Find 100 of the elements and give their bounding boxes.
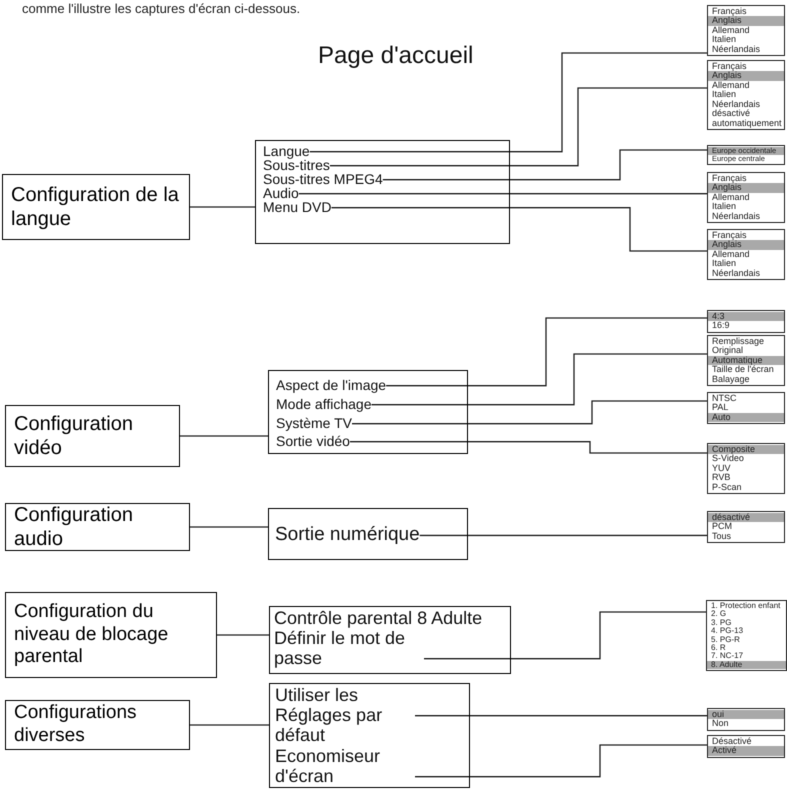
options-list — [707, 392, 785, 424]
option: Allemand — [708, 192, 784, 202]
selected-option: désactivé — [708, 513, 784, 522]
menu-item: Sous-titres — [263, 158, 330, 174]
connector-line — [386, 317, 707, 386]
options-list — [707, 229, 785, 280]
option: Italien — [708, 202, 784, 212]
option: 1. Protection enfant — [707, 602, 786, 610]
options-list — [707, 708, 785, 731]
selected-option: oui — [708, 710, 784, 720]
option: P-Scan — [708, 482, 784, 492]
options-list — [707, 172, 785, 224]
menu-item: Sortie vidéo — [276, 434, 350, 450]
menu-box — [268, 370, 468, 454]
menu-box — [269, 683, 470, 788]
option: Tous — [708, 532, 784, 542]
option: 4. PG-13 — [707, 627, 786, 636]
option: Allemand — [708, 250, 784, 260]
options-list — [707, 310, 785, 333]
options-list — [707, 511, 785, 544]
connector-line — [352, 400, 707, 424]
option: Allemand — [708, 26, 784, 36]
option: 6. R — [707, 644, 786, 652]
connector-line — [310, 52, 707, 152]
menu-item: Mode affichage — [276, 397, 372, 412]
option: 16:9 — [708, 321, 784, 331]
option: Désactivé — [708, 737, 784, 746]
menu-item: Système TV — [276, 416, 352, 432]
option: Français — [708, 174, 784, 184]
selected-option: Anglais — [708, 240, 784, 250]
selected-option: Activé — [708, 746, 784, 756]
menu-item: Contrôle parental 8 Adulte — [274, 609, 482, 629]
option: NTSC — [708, 394, 784, 404]
connector-line — [298, 193, 707, 194]
option: Remplissage — [708, 337, 784, 346]
menu-item: Audio — [263, 186, 299, 202]
connector-line — [190, 724, 269, 726]
selected-option: 8. Adulte — [707, 660, 786, 670]
selected-option: Anglais — [708, 183, 784, 193]
option: S-Video — [708, 454, 784, 464]
title: Page d'accueil — [318, 42, 474, 70]
category-box: Configuration du niveau de blocage parental — [5, 592, 217, 678]
option: 7. NC-17 — [707, 652, 786, 661]
option: Français — [708, 7, 784, 16]
menu-box — [268, 508, 468, 560]
option: 5. PG-R — [707, 636, 786, 644]
option: Original — [708, 346, 784, 356]
option: Non — [708, 719, 784, 729]
connector-line — [424, 611, 706, 660]
option: Français — [708, 62, 784, 72]
option: Néerlandais — [708, 44, 784, 54]
option: 3. PG — [707, 618, 786, 628]
selected-option: Automatique — [708, 356, 784, 366]
selected-option: Anglais — [708, 16, 784, 26]
options-list — [706, 600, 787, 672]
selected-option: Auto — [708, 412, 784, 422]
selected-option: 4:3 — [708, 312, 784, 322]
menu-item: Utiliser les Réglages par défaut — [275, 686, 415, 746]
connector-line — [217, 634, 269, 636]
connector-line — [330, 87, 707, 166]
connector-line — [415, 744, 707, 778]
connector-line — [415, 715, 707, 716]
category-box: Configurations diverses — [5, 700, 190, 750]
options-list — [707, 5, 785, 56]
options-list — [707, 443, 785, 494]
options-list — [707, 145, 785, 165]
option: 2. G — [707, 610, 786, 619]
menu-item: Sortie numérique — [275, 525, 420, 546]
connector-line — [382, 149, 707, 180]
options-list — [707, 60, 785, 130]
option: Allemand — [708, 80, 784, 90]
connector-line — [331, 207, 707, 252]
option: désactivé automatiquement — [708, 109, 784, 128]
category-box: Configuration de la langue — [2, 174, 190, 240]
connector-line — [180, 435, 268, 437]
option: Italien — [708, 259, 784, 269]
connector-line — [371, 353, 707, 406]
option: PAL — [708, 403, 784, 413]
menu-item: Définir le mot de passe — [274, 629, 424, 669]
connector-line — [190, 206, 255, 208]
options-list — [707, 335, 785, 386]
options-list — [707, 735, 785, 758]
option: RVB — [708, 473, 784, 483]
connector-line — [420, 534, 707, 536]
option: Français — [708, 231, 784, 240]
option: Italien — [708, 35, 784, 45]
option: Italien — [708, 90, 784, 100]
menu-box — [255, 140, 510, 244]
option: Taille de l'écran — [708, 365, 784, 375]
option: Néerlandais — [708, 212, 784, 222]
menu-box — [269, 606, 511, 674]
menu-item: Langue — [263, 144, 310, 160]
option: YUV — [708, 464, 784, 474]
intro-text: comme l'illustre les captures d'écran ci-dessous. — [22, 1, 300, 17]
category-box: Configuration vidéo — [5, 405, 180, 467]
option: Néerlandais — [708, 268, 784, 278]
connector-line — [190, 526, 268, 528]
option: Balayage — [708, 374, 784, 384]
menu-item: Economiseur d'écran — [275, 747, 415, 787]
option: PCM — [708, 522, 784, 532]
